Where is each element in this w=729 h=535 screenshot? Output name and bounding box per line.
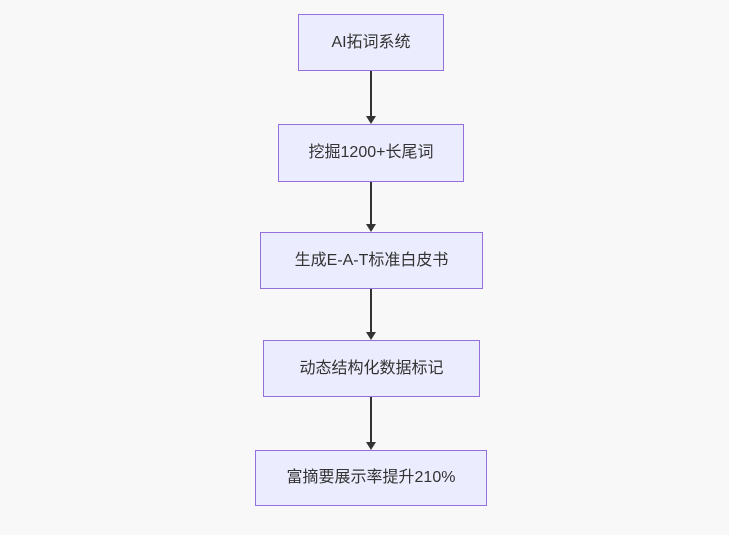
flow-node-ai-word-expansion: AI拓词系统 [298, 14, 444, 71]
flow-arrow-4 [366, 397, 376, 450]
arrow-shaft [370, 289, 372, 332]
flow-node-label: 生成E-A-T标准白皮书 [294, 251, 449, 269]
flow-node-eat-whitepaper: 生成E-A-T标准白皮书 [260, 232, 483, 289]
flow-node-rich-snippet-result: 富摘要展示率提升210% [255, 450, 487, 506]
flow-node-structured-data-markup: 动态结构化数据标记 [263, 340, 480, 397]
arrow-head-down-icon [366, 224, 376, 232]
flow-node-label: AI拓词系统 [331, 33, 411, 51]
arrow-head-down-icon [366, 332, 376, 340]
flow-node-label: 挖掘1200+长尾词 [308, 144, 434, 161]
arrow-head-down-icon [366, 116, 376, 124]
arrow-shaft [370, 71, 372, 116]
flow-node-label: 富摘要展示率提升210% [286, 469, 456, 486]
flow-arrow-2 [366, 182, 376, 232]
flow-arrow-3 [366, 289, 376, 340]
flow-arrow-1 [366, 71, 376, 124]
arrow-shaft [370, 182, 372, 224]
arrow-head-down-icon [366, 442, 376, 450]
arrow-shaft [370, 397, 372, 442]
flow-node-longtail-mining: 挖掘1200+长尾词 [278, 124, 464, 182]
flow-node-label: 动态结构化数据标记 [299, 359, 444, 377]
